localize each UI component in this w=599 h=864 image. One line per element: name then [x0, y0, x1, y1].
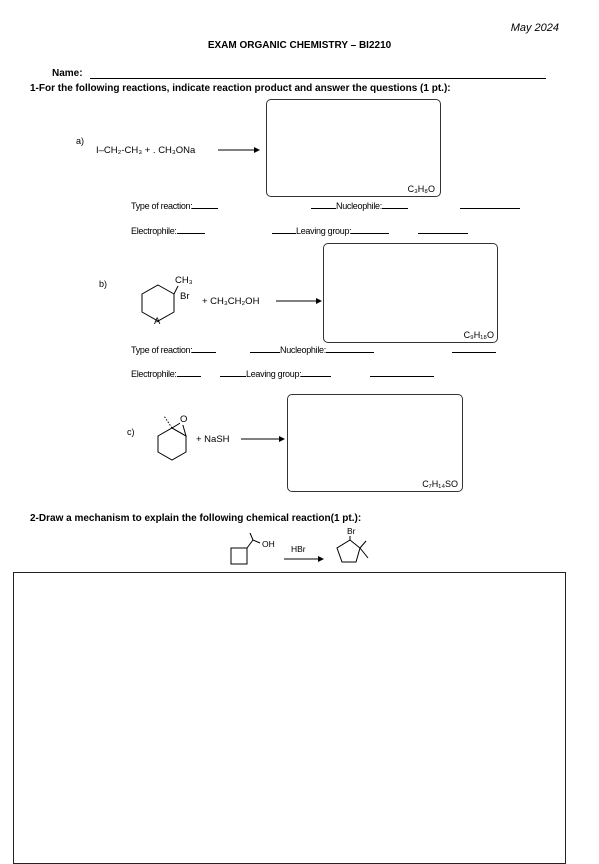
exam-date: May 2024 — [510, 22, 559, 34]
name-label: Name: — [52, 68, 83, 79]
question-1-prompt: 1-For the following reactions, indicate … — [30, 83, 451, 94]
reaction-b-substituent-methyl: CH₃ — [175, 275, 193, 286]
reaction-b-electrophile-label: Electrophile: — [131, 369, 177, 379]
reaction-b-nucleophile-field[interactable]: Nucleophile: — [250, 344, 374, 355]
reaction-a-nucleophile-field[interactable]: Nucleophile: — [311, 200, 408, 211]
reaction-b-type-label: Type of reaction: — [131, 345, 193, 355]
reaction-a-product-formula: C₃H₈O — [407, 184, 435, 194]
question-2-arrow — [284, 556, 324, 562]
reaction-b-letter: b) — [99, 279, 108, 289]
reaction-b-substituent-br: Br — [180, 291, 190, 302]
question-2-product-cyclopentane — [336, 536, 369, 563]
reaction-a-extra-blank-2[interactable] — [418, 225, 468, 234]
reaction-a-leaving-group-field[interactable]: Leaving group: — [272, 225, 390, 236]
exam-title: EXAM ORGANIC CHEMISTRY – BI2210 — [207, 40, 392, 51]
mechanism-answer-box[interactable] — [13, 572, 566, 864]
reaction-a-product-box[interactable]: C₃H₈O — [266, 99, 441, 197]
reaction-c-letter: c) — [127, 427, 135, 437]
reaction-c-ring-oxygen: O — [180, 414, 188, 425]
question-2-prompt: 2-Draw a mechanism to explain the follow… — [30, 513, 362, 524]
question-2-product-br: Br — [347, 526, 356, 536]
reaction-b-electrophile-field[interactable]: Electrophile: — [131, 368, 201, 379]
question-2-reactant-oh: OH — [262, 539, 275, 549]
reaction-b-extra-blank-2[interactable] — [370, 368, 434, 377]
reaction-c-epoxide-structure — [157, 415, 187, 461]
reaction-c-product-box[interactable]: C₇H₁₄SO — [287, 394, 463, 492]
reaction-a-nucleophile-label: Nucleophile: — [336, 201, 382, 211]
question-2-reactant-cyclobutane — [230, 532, 261, 565]
reaction-a-electrophile-label: Electrophile: — [131, 226, 177, 236]
reaction-a-electrophile-field[interactable]: Electrophile: — [131, 225, 205, 236]
reaction-b-product-box[interactable]: C₉H₁₈O — [323, 243, 498, 343]
reaction-a-extra-blank[interactable] — [460, 200, 520, 209]
reaction-a-letter: a) — [76, 136, 85, 146]
reaction-c-arrow — [241, 436, 285, 442]
reaction-b-substituent-a: A — [154, 316, 161, 327]
reaction-b-cyclohexane-ring — [141, 284, 179, 322]
reaction-b-product-formula: C₉H₁₈O — [463, 330, 494, 340]
reaction-a-reagents: I–CH₂-CH₃ + . CH₃ONa — [96, 145, 196, 156]
reaction-c-reagents: + NaSH — [196, 434, 230, 445]
question-2-reagent: HBr — [291, 544, 306, 554]
reaction-b-leaving-group-label: Leaving group: — [246, 369, 302, 379]
reaction-b-leaving-group-field[interactable]: Leaving group: — [220, 368, 332, 379]
reaction-a-type-label: Type of reaction: — [131, 201, 193, 211]
reaction-b-nucleophile-label: Nucleophile: — [280, 345, 326, 355]
reaction-b-reagents: + CH₃CH₂OH — [202, 296, 260, 307]
reaction-a-arrow — [218, 147, 260, 153]
reaction-b-arrow — [276, 298, 322, 304]
reaction-a-leaving-group-label: Leaving group: — [296, 226, 352, 236]
reaction-c-product-formula: C₇H₁₄SO — [422, 479, 458, 489]
reaction-a-type-field[interactable]: Type of reaction: — [131, 200, 219, 211]
reaction-b-extra-blank[interactable] — [452, 344, 496, 353]
name-field-line[interactable] — [90, 78, 546, 79]
reaction-b-type-field[interactable]: Type of reaction: — [131, 344, 217, 355]
